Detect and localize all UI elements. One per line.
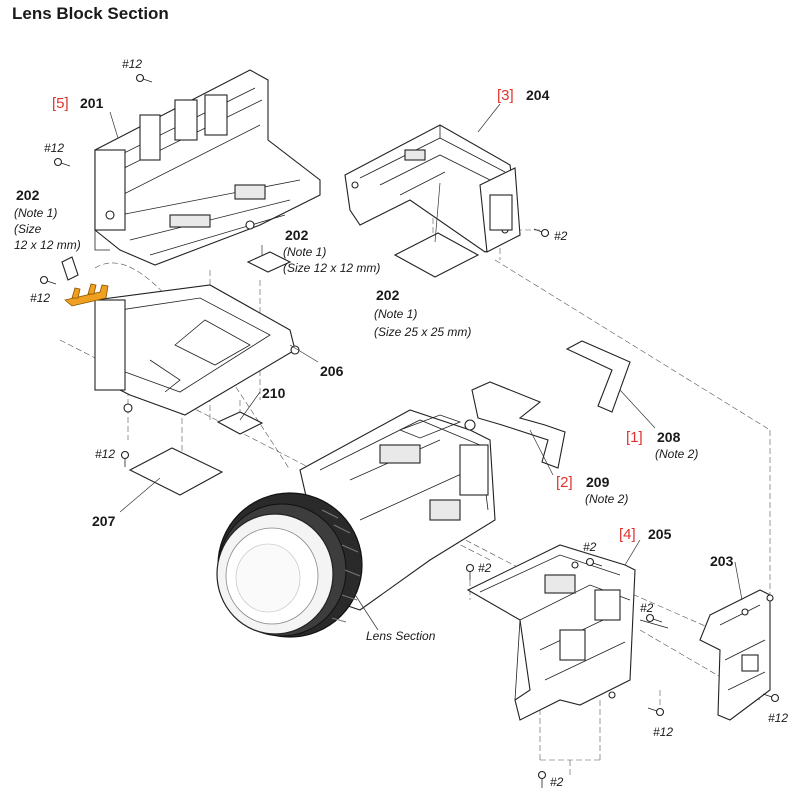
size-202-middle: (Size 12 x 12 mm): [283, 261, 380, 275]
note-208: (Note 2): [655, 447, 698, 461]
part-number-202-large: 202: [376, 287, 400, 303]
part-number-204: 204: [526, 87, 550, 103]
leader-lines: [109, 103, 743, 631]
size-202-large: (Size 25 x 25 mm): [374, 325, 471, 339]
ref-label-208: [1]: [626, 429, 643, 446]
shield-206: [94, 284, 300, 416]
flex-209: [471, 381, 566, 469]
screw-label-2-frame-205-top: #2: [583, 540, 597, 554]
sheet-202-large: [393, 232, 480, 278]
part-number-201: 201: [80, 95, 104, 111]
screw-label-2-frame-205-right: #2: [640, 601, 654, 615]
sheet-210: [216, 411, 264, 435]
lens-section-label: Lens Section: [366, 629, 436, 643]
note-202-large: (Note 1): [374, 307, 417, 321]
part-number-210: 210: [262, 385, 286, 401]
sheet-207: [128, 447, 224, 496]
size-202-left-line1: (Size: [14, 222, 42, 236]
size-202-left-line2: 12 x 12 mm): [14, 238, 81, 252]
frame-205: [466, 544, 669, 721]
part-number-207: 207: [92, 513, 116, 529]
sheet-202-left: [61, 256, 79, 281]
lens-section: [216, 409, 496, 638]
page-title: Lens Block Section: [12, 4, 169, 23]
screw-2-frame-205-top: [585, 557, 603, 567]
note-202-middle: (Note 1): [283, 245, 326, 259]
part-number-202-left: 202: [16, 187, 40, 203]
part-number-203: 203: [710, 553, 734, 569]
frame-204: [344, 124, 521, 253]
screw-2-frame-204: [533, 228, 550, 238]
frame-203: [699, 589, 774, 721]
sheet-202-middle: [246, 251, 292, 273]
screw-labels: #12 #12 #12 #12 #2 #2 #2 #2 #12 #12 #2: [30, 57, 788, 789]
screw-12-top: [135, 73, 153, 83]
screws: [39, 73, 780, 788]
note-202-left: (Note 1): [14, 206, 57, 220]
part-number-205: 205: [648, 526, 672, 542]
screw-label-12-top: #12: [122, 57, 142, 71]
part-number-202-middle: 202: [285, 227, 309, 243]
screw-label-12-frame-203: #12: [768, 711, 788, 725]
part-number-206: 206: [320, 363, 344, 379]
screw-12-frame-203: [762, 693, 780, 703]
ref-label-201: [5]: [52, 95, 69, 112]
screw-2-bottom: [537, 770, 547, 788]
screw-label-2-frame-205-left: #2: [478, 561, 492, 575]
screw-12-left: [53, 157, 71, 167]
orange-bracket-part: [64, 283, 109, 307]
ref-label-205: [4]: [619, 526, 636, 543]
screw-label-12-frame-205-bottom: #12: [653, 725, 673, 739]
screw-2-frame-205-left: [465, 563, 475, 580]
frame-201: [94, 69, 321, 266]
ref-label-209: [2]: [556, 474, 573, 491]
note-209: (Note 2): [585, 492, 628, 506]
screw-12-mid: [39, 275, 57, 285]
screw-2-frame-205-right: [645, 613, 663, 623]
screw-12-frame-205-bottom: [647, 707, 665, 717]
screw-label-2-frame-204: #2: [554, 229, 568, 243]
screw-12-bottom-left: [120, 450, 130, 467]
ref-label-204: [3]: [497, 87, 514, 104]
flex-208: [565, 340, 631, 413]
part-labels: [5] 201 [3] 204 202 (Note 1) (Size 12 x …: [14, 87, 734, 643]
screw-label-12-bottom-left: #12: [95, 447, 115, 461]
part-number-209: 209: [586, 474, 610, 490]
screw-label-2-bottom: #2: [550, 775, 564, 789]
part-number-208: 208: [657, 429, 681, 445]
screw-label-12-mid: #12: [30, 291, 50, 305]
screw-label-12-left: #12: [44, 141, 64, 155]
